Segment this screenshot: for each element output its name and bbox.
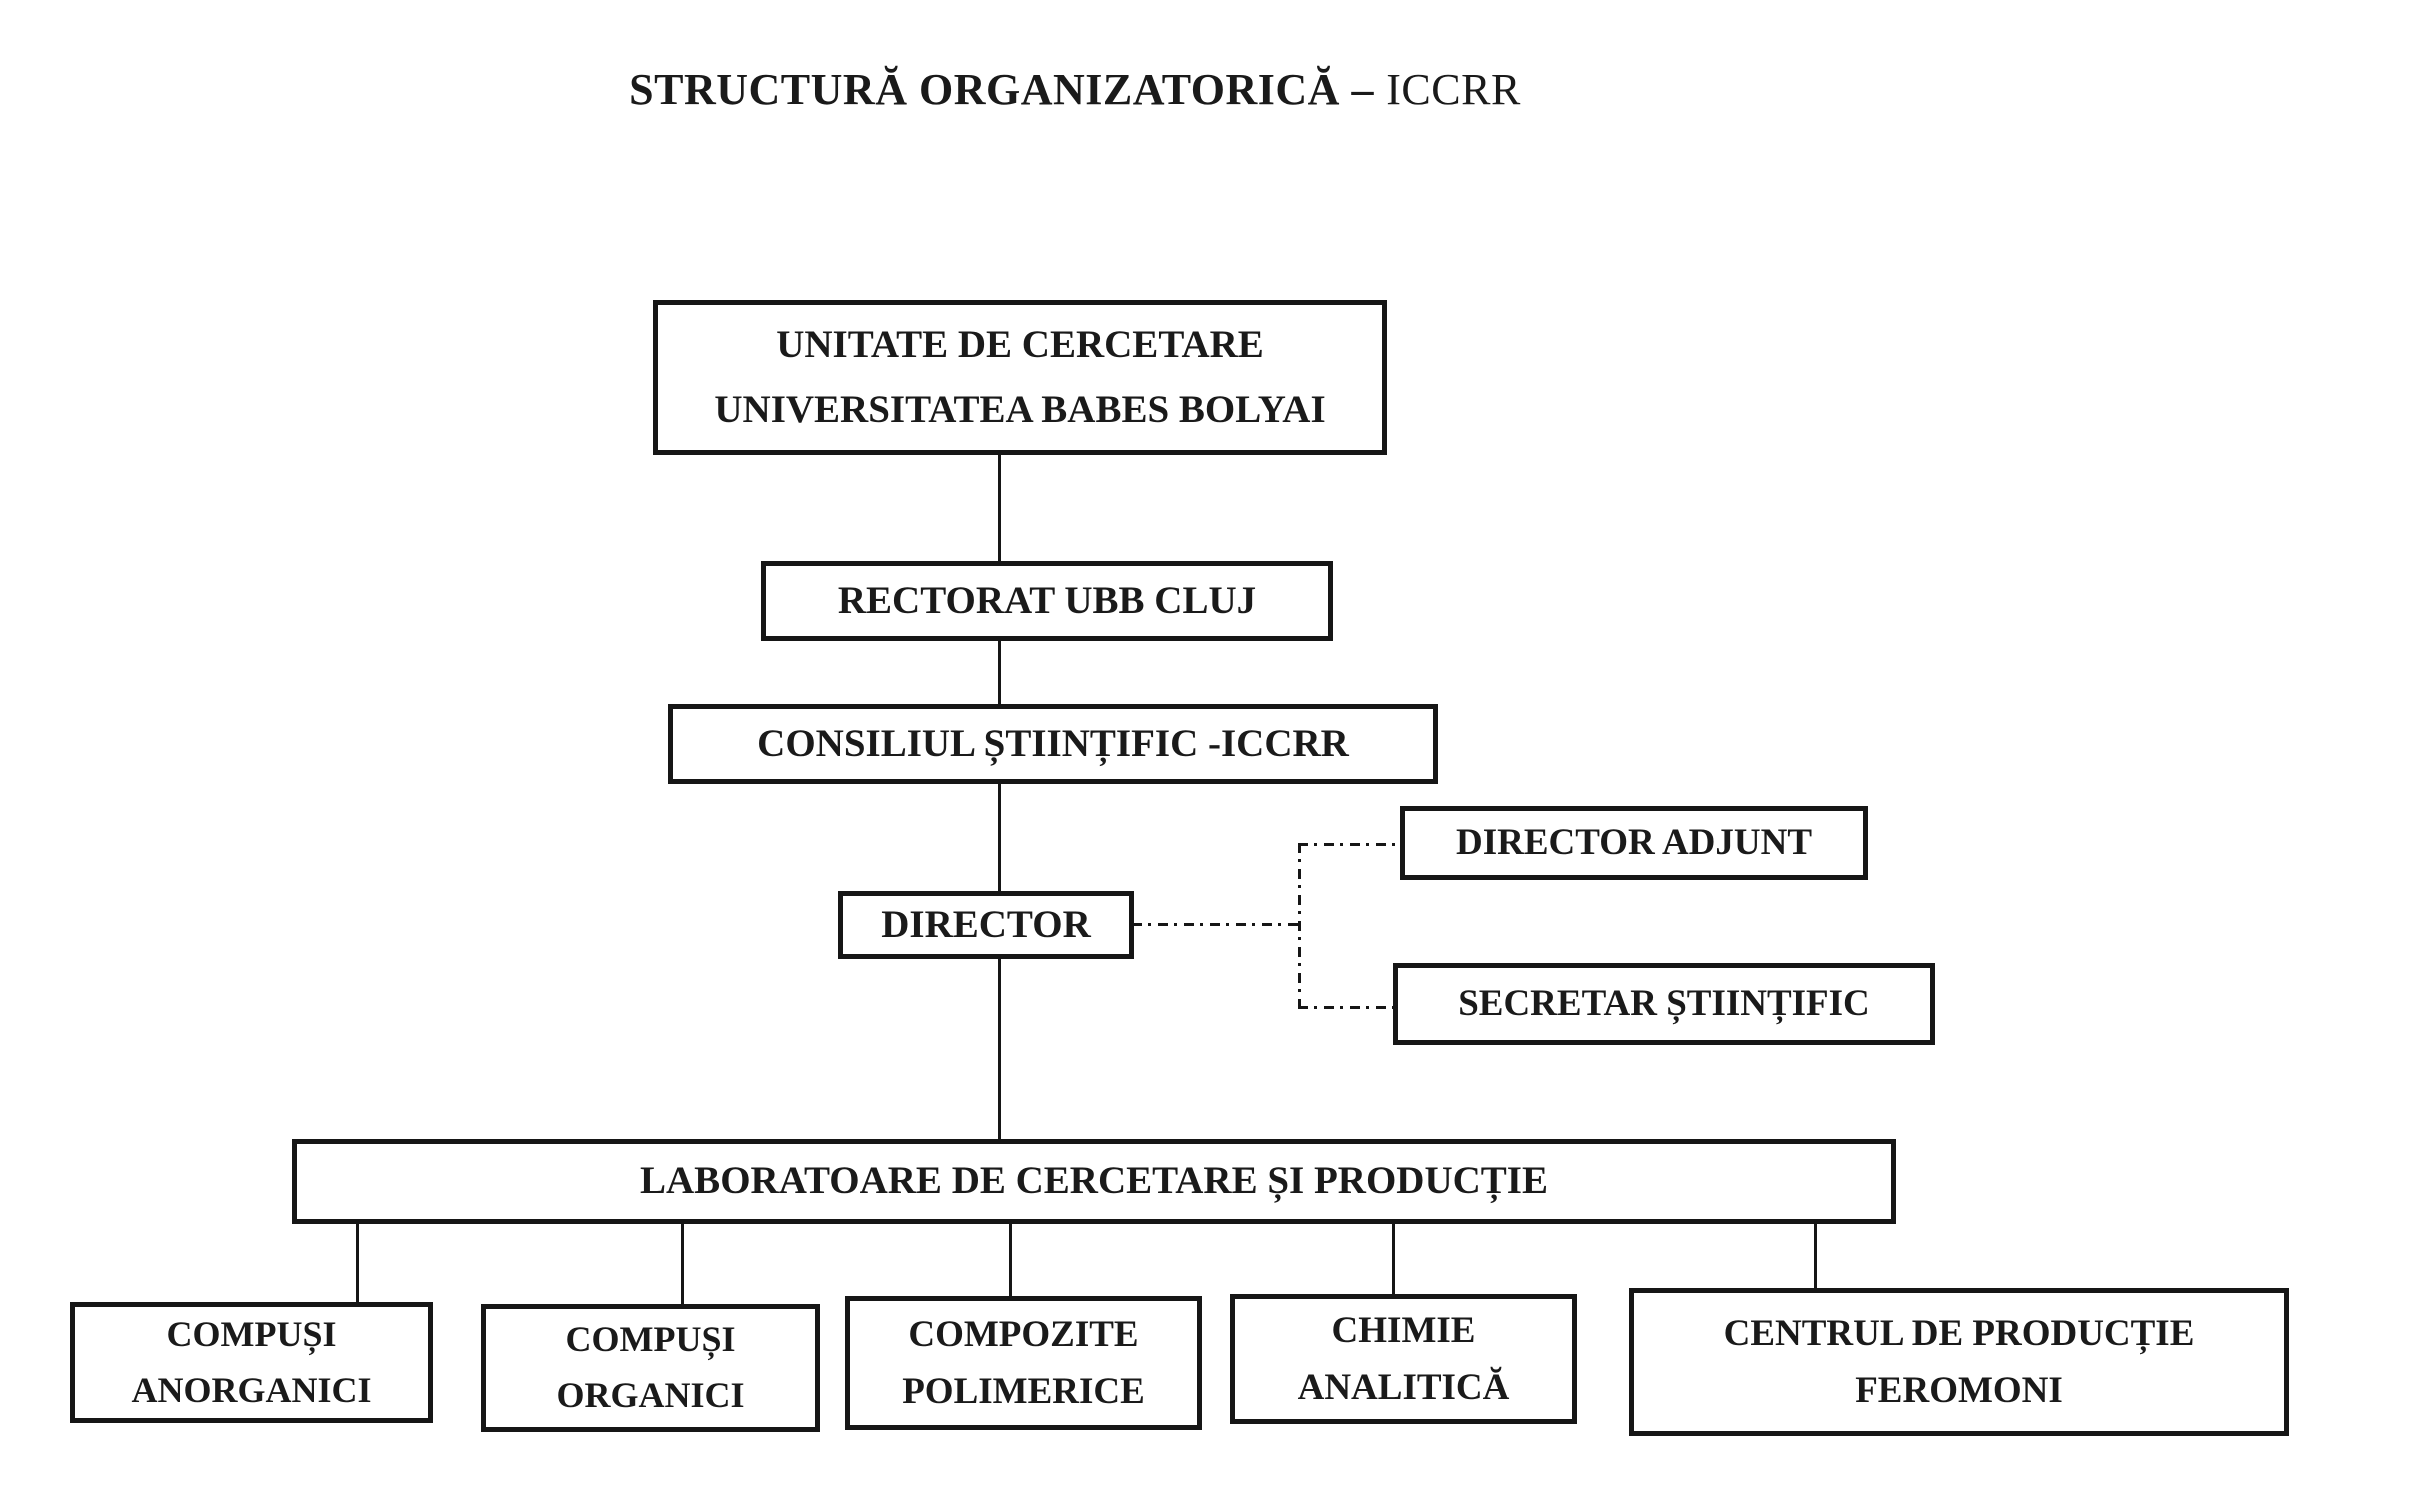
node-chimie-line1: CHIMIE [1331, 1309, 1476, 1351]
node-director-adjunct: DIRECTOR ADJUNT [1400, 806, 1868, 880]
connector-director-laboratoare [998, 957, 1001, 1142]
connector-lab-organici [681, 1222, 684, 1306]
connector-consiliu-director [998, 782, 1001, 893]
node-chimie-line2: ANALITICĂ [1297, 1367, 1510, 1408]
page-title-main: STRUCTURĂ ORGANIZATORICĂ – [629, 65, 1374, 114]
node-compozite-line1: COMPOZITE [908, 1313, 1139, 1355]
node-anorganici-line2: ANORGANICI [131, 1369, 372, 1410]
node-organici-line1: COMPUȘI [565, 1319, 736, 1360]
node-compozite-polimerice: COMPOZITE POLIMERICE [845, 1296, 1202, 1430]
dashdot-to-director-adjunct [1298, 843, 1402, 846]
node-centrul-line1: CENTRUL DE PRODUCȚIE [1723, 1312, 2195, 1354]
node-centrul-feromoni: CENTRUL DE PRODUCȚIE FEROMONI [1629, 1288, 2289, 1436]
dashdot-director-right [1132, 923, 1300, 926]
connector-lab-anorganici [356, 1222, 359, 1304]
dashdot-to-secretar [1298, 1006, 1397, 1009]
node-director-adjunct-label: DIRECTOR ADJUNT [1455, 822, 1813, 864]
connector-lab-centrul [1814, 1222, 1817, 1290]
node-consiliu-label: CONSILIUL ȘTIINȚIFIC -ICCRR [757, 721, 1349, 765]
connector-lab-chimie [1392, 1222, 1395, 1296]
node-centrul-line2: FEROMONI [1855, 1370, 2063, 1411]
connector-unitate-rectorat [998, 455, 1001, 563]
node-laboratoare: LABORATOARE DE CERCETARE ȘI PRODUCȚIE [292, 1139, 1896, 1224]
connector-rectorat-consiliu [998, 639, 1001, 706]
node-secretar-label: SECRETAR ȘTIINȚIFIC [1458, 983, 1870, 1025]
node-rectorat: RECTORAT UBB CLUJ [761, 561, 1333, 641]
page-title: STRUCTURĂ ORGANIZATORICĂ –ICCRR [0, 64, 2150, 115]
node-consiliu-stiintific: CONSILIUL ȘTIINȚIFIC -ICCRR [668, 704, 1438, 784]
node-unitate-cercetare: UNITATE DE CERCETARE UNIVERSITATEA BABES… [653, 300, 1387, 455]
node-unitate-line1: UNITATE DE CERCETARE [776, 323, 1264, 367]
node-compusi-organici: COMPUȘI ORGANICI [481, 1304, 820, 1432]
node-director: DIRECTOR [838, 891, 1134, 959]
node-rectorat-label: RECTORAT UBB CLUJ [837, 578, 1257, 622]
dashdot-branch-vertical [1298, 843, 1301, 1011]
node-compozite-line2: POLIMERICE [902, 1371, 1145, 1412]
connector-lab-compozite [1009, 1222, 1012, 1298]
node-secretar-stiintific: SECRETAR ȘTIINȚIFIC [1393, 963, 1935, 1045]
node-director-label: DIRECTOR [881, 902, 1091, 946]
node-anorganici-line1: COMPUȘI [166, 1313, 337, 1354]
node-compusi-anorganici: COMPUȘI ANORGANICI [70, 1302, 433, 1423]
node-chimie-analitica: CHIMIE ANALITICĂ [1230, 1294, 1577, 1424]
page-title-suffix: ICCRR [1386, 65, 1521, 114]
node-organici-line2: ORGANICI [556, 1375, 745, 1415]
node-unitate-line2: UNIVERSITATEA BABES BOLYAI [714, 387, 1326, 431]
node-laboratoare-label: LABORATOARE DE CERCETARE ȘI PRODUCȚIE [640, 1159, 1548, 1203]
